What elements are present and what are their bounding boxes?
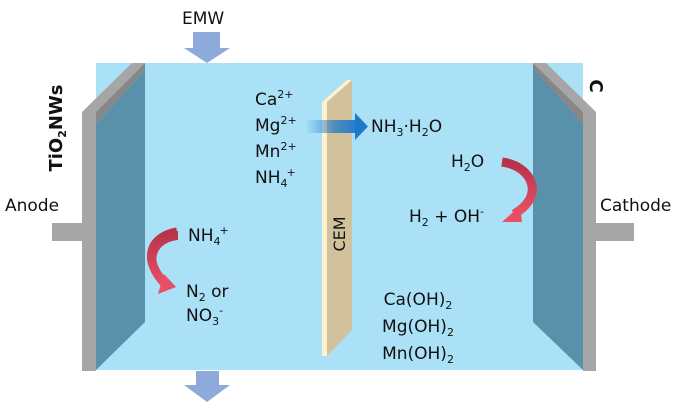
formula-part: or xyxy=(205,282,229,302)
formula-part: + xyxy=(219,224,229,237)
formula-part: 2 xyxy=(463,161,471,174)
membrane-body xyxy=(327,80,352,356)
formula-part: Mg(OH) xyxy=(382,317,447,337)
formula-part: 2 xyxy=(445,299,453,312)
formula-part: O xyxy=(470,152,485,172)
anode-frame-top-shade xyxy=(96,63,145,124)
cathode-connector xyxy=(596,223,634,241)
formula-part: N xyxy=(186,282,199,302)
anode-product-line1: N2 or xyxy=(186,282,229,304)
formula-part: 2+ xyxy=(277,88,294,101)
cathode-electrode xyxy=(533,63,634,371)
membrane-front-edge xyxy=(322,102,328,356)
cathode-reactant-label: H2O xyxy=(451,152,485,174)
ions-list: Ca2+ Mg2+ Mn2+ NH4+ xyxy=(255,87,297,191)
ion-mg: Mg2+ xyxy=(255,113,297,139)
anode-frame-top xyxy=(82,63,145,112)
formula-part: NO xyxy=(186,306,213,326)
precipitate-caoh2: Ca(OH)2 xyxy=(368,287,468,314)
formula-part: 2 xyxy=(446,353,454,366)
outflow-arrow xyxy=(184,371,230,402)
formula-part: Mn xyxy=(255,142,281,162)
anode-electrode xyxy=(52,63,145,371)
cathode-reaction-arrow-curve xyxy=(501,157,537,218)
formula-part: Mg xyxy=(255,116,281,136)
anode-material-base: TiO xyxy=(46,137,67,172)
formula-part: H xyxy=(409,207,422,227)
anode-connector xyxy=(52,223,84,241)
anode-material-label: TiO2NWs xyxy=(46,83,69,173)
ion-ca: Ca2+ xyxy=(255,87,297,113)
anode-material-sub: 2 xyxy=(56,130,69,138)
transport-arrow xyxy=(305,113,368,140)
anode-reaction-arrow-curve xyxy=(146,227,178,289)
cathode-label: Cathode xyxy=(600,196,672,216)
formula-part: NH xyxy=(188,226,214,246)
formula-part: 3 xyxy=(396,126,404,139)
anode-reaction-arrow xyxy=(146,227,178,294)
anode-label: Anode xyxy=(5,196,60,216)
formula-part: 2 xyxy=(446,326,454,339)
formula-part: 2 xyxy=(198,291,206,304)
formula-part: 2 xyxy=(421,126,429,139)
transport-product-label: NH3·H2O xyxy=(371,117,443,139)
formula-part: Ca xyxy=(255,90,278,110)
cathode-material-label: C xyxy=(585,79,606,93)
ion-nh4: NH4+ xyxy=(255,165,297,191)
transport-arrow-head xyxy=(355,113,368,140)
formula-part: 2+ xyxy=(280,140,297,153)
formula-part: 2+ xyxy=(280,114,297,127)
cathode-frame-top xyxy=(533,63,596,112)
cation-exchange-membrane xyxy=(322,80,352,356)
emw-label: EMW xyxy=(182,9,225,29)
formula-part: - xyxy=(219,304,224,317)
cathode-frame xyxy=(583,112,596,371)
formula-part: NH xyxy=(371,117,397,137)
formula-part: Ca(OH) xyxy=(383,290,446,310)
membrane-top-edge xyxy=(322,80,352,102)
precipitates-list: Ca(OH)2 Mg(OH)2 Mn(OH)2 xyxy=(368,287,468,368)
formula-part: Mn(OH) xyxy=(382,344,447,364)
cathode-reaction-arrow xyxy=(501,157,537,222)
cathode-product-label: H2 + OH- xyxy=(409,205,484,229)
formula-part: NH xyxy=(255,168,281,188)
precipitate-mnoh2: Mn(OH)2 xyxy=(368,341,468,368)
formula-part: ·H xyxy=(403,117,422,137)
anode-reaction-arrowhead xyxy=(158,274,176,294)
transport-arrow-shaft xyxy=(305,120,361,133)
cathode-frame-top-shade xyxy=(533,63,583,124)
formula-part: O xyxy=(428,117,443,137)
formula-part: - xyxy=(480,205,484,218)
formula-part: H xyxy=(451,152,464,172)
formula-part: 3 xyxy=(212,315,220,328)
anode-material-rest: NWs xyxy=(46,84,67,131)
cathode-plate xyxy=(533,68,583,370)
ion-mn: Mn2+ xyxy=(255,139,297,165)
precipitate-mgoh2: Mg(OH)2 xyxy=(368,314,468,341)
membrane-label: CEM xyxy=(330,216,349,252)
anode-reactant-label: NH4+ xyxy=(188,224,229,248)
formula-part: 2 xyxy=(421,216,429,229)
formula-part: 4 xyxy=(280,177,288,190)
anode-plate xyxy=(96,70,145,370)
inflow-arrow xyxy=(184,32,230,63)
anode-product-line2: NO3- xyxy=(186,304,224,328)
formula-part: + OH xyxy=(428,207,481,227)
formula-part: + xyxy=(286,166,296,179)
formula-part: 4 xyxy=(213,235,221,248)
anode-frame xyxy=(82,112,96,371)
cathode-reaction-arrowhead xyxy=(502,206,522,222)
